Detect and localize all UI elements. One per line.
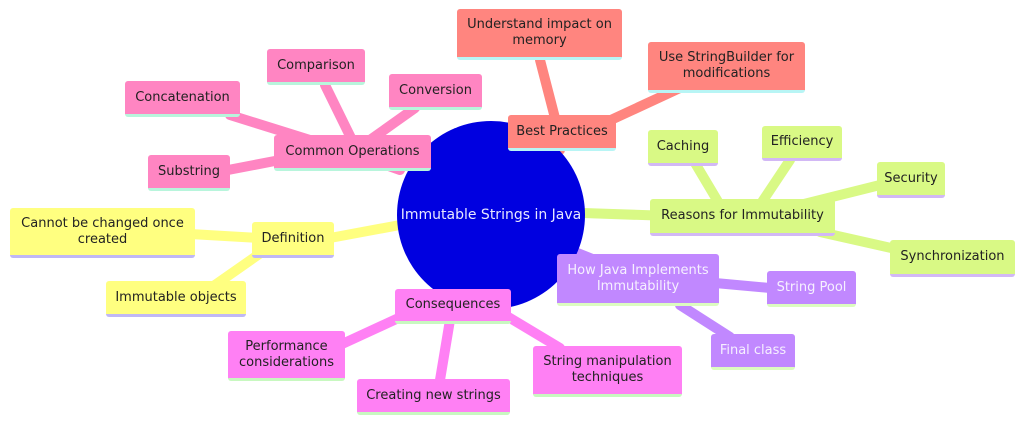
node-common-operations[interactable]: Common Operations bbox=[274, 135, 431, 171]
node-creating-new-strings[interactable]: Creating new strings bbox=[357, 379, 510, 415]
edge bbox=[755, 155, 795, 210]
node-definition[interactable]: Definition bbox=[252, 222, 334, 258]
node-how-java-implements[interactable]: How Java Implements Immutability bbox=[557, 254, 719, 306]
edge bbox=[710, 278, 775, 293]
node-concatenation[interactable]: Concatenation bbox=[125, 81, 240, 117]
edge bbox=[435, 315, 455, 385]
edge bbox=[690, 158, 725, 210]
node-caching[interactable]: Caching bbox=[648, 130, 718, 166]
node-final-class[interactable]: Final class bbox=[711, 334, 795, 370]
node-comparison[interactable]: Comparison bbox=[267, 49, 365, 85]
node-substring[interactable]: Substring bbox=[148, 155, 230, 191]
edge bbox=[675, 300, 735, 342]
node-reasons[interactable]: Reasons for Immutability bbox=[650, 199, 835, 236]
node-consequences[interactable]: Consequences bbox=[395, 289, 511, 324]
node-string-manipulation[interactable]: String manipulation techniques bbox=[533, 346, 682, 397]
edge bbox=[320, 80, 357, 145]
edge bbox=[500, 310, 565, 353]
node-cannot-be-changed[interactable]: Cannot be changed once created bbox=[10, 208, 195, 258]
node-string-pool[interactable]: String Pool bbox=[767, 271, 856, 307]
edge bbox=[365, 103, 420, 145]
node-synchronization[interactable]: Synchronization bbox=[890, 240, 1015, 277]
node-understand-impact[interactable]: Understand impact on memory bbox=[457, 9, 622, 60]
edge bbox=[185, 229, 265, 243]
edge bbox=[335, 310, 410, 350]
node-efficiency[interactable]: Efficiency bbox=[762, 126, 842, 161]
node-immutable-objects[interactable]: Immutable objects bbox=[106, 281, 246, 317]
node-use-stringbuilder[interactable]: Use StringBuilder for modifications bbox=[648, 42, 805, 93]
node-best-practices[interactable]: Best Practices bbox=[508, 115, 616, 151]
root-label: Immutable Strings in Java bbox=[400, 207, 582, 223]
edge bbox=[325, 220, 405, 243]
node-conversion[interactable]: Conversion bbox=[389, 74, 482, 110]
edge bbox=[535, 55, 560, 123]
node-security[interactable]: Security bbox=[877, 162, 945, 198]
edge bbox=[223, 155, 285, 175]
node-performance[interactable]: Performance considerations bbox=[228, 331, 345, 381]
